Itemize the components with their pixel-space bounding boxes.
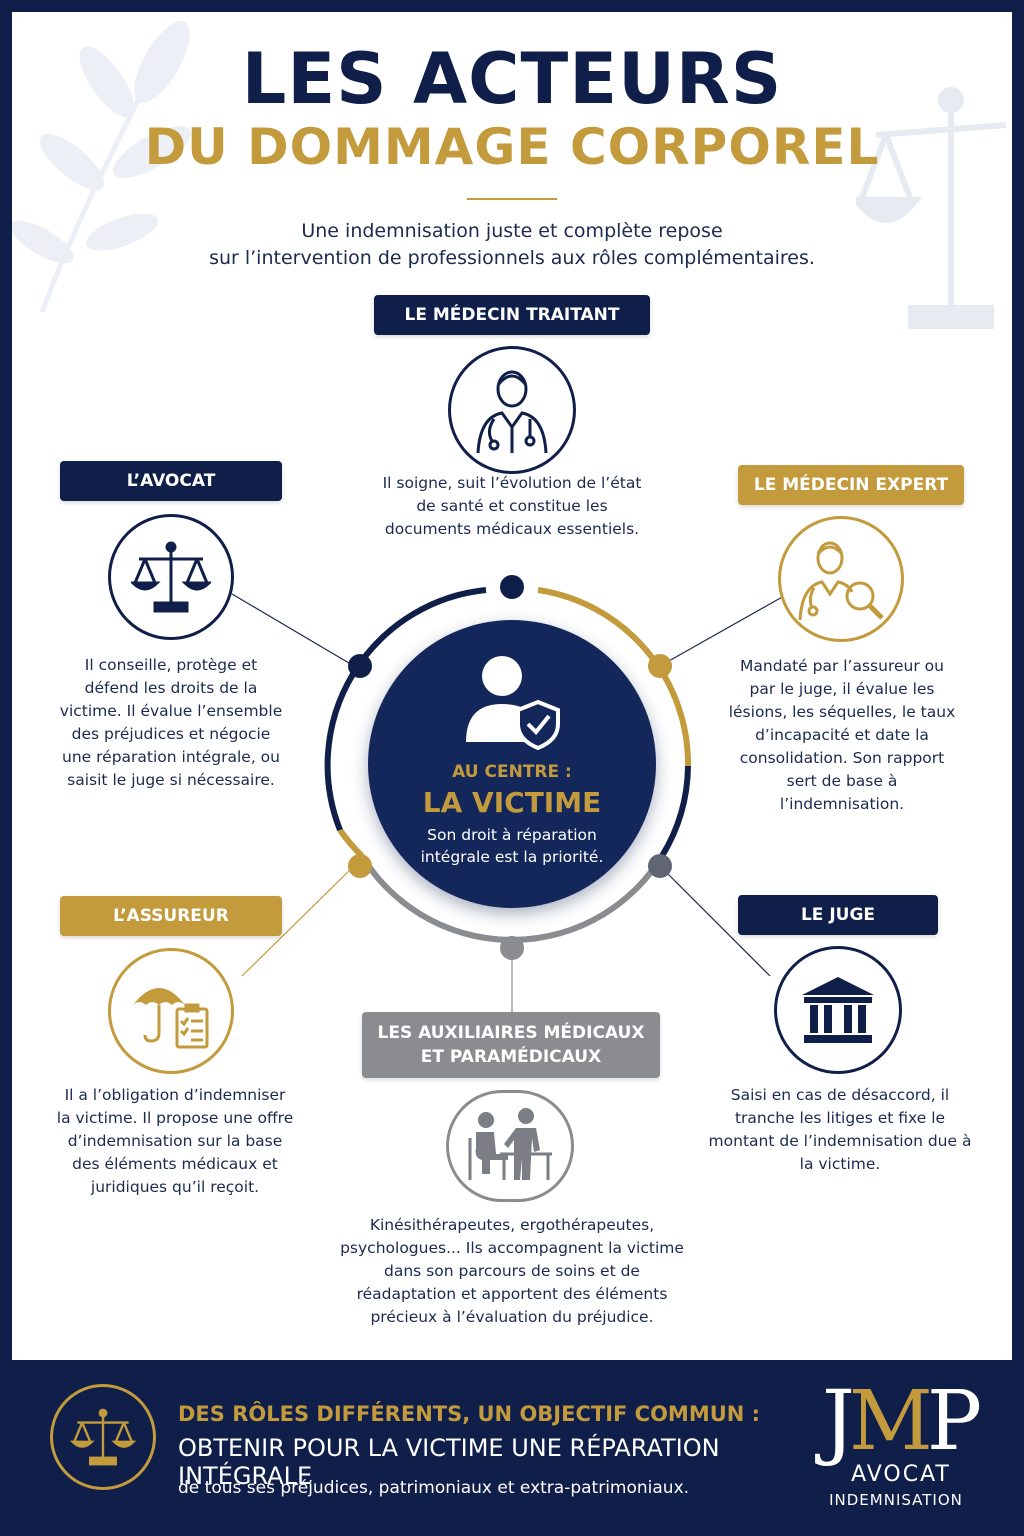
person-shield-icon <box>466 656 560 750</box>
center-title: LA VICTIME <box>422 786 602 819</box>
scales-icon <box>131 541 211 613</box>
connector-avocat <box>231 593 355 667</box>
auxiliaires-icon-circle <box>446 1090 574 1202</box>
footer-banner <box>0 1360 1024 1536</box>
subtitle-line-1: Une indemnisation juste et complète repo… <box>301 220 723 242</box>
label-assureur: L’ASSUREUR <box>60 896 282 936</box>
jmp-logo: JMP <box>822 1374 982 1469</box>
footer-headline: DES RÔLES DIFFÉRENTS, UN OBJECTIF COMMUN… <box>178 1402 761 1426</box>
subtitle-line-2: sur l’intervention de professionnels aux… <box>209 247 815 269</box>
assureur-icon-circle <box>108 948 234 1074</box>
medecin-expert-icon-circle <box>778 516 904 642</box>
text-medecin-traitant: Il soigne, suit l’évolution de l’état de… <box>382 474 642 538</box>
therapy-session-icon <box>468 1108 552 1180</box>
title-divider <box>467 198 557 200</box>
center-text: Son droit à réparation intégrale est la … <box>420 826 604 866</box>
connector-assureur <box>241 865 355 977</box>
juge-icon-circle <box>774 946 902 1074</box>
scales-icon <box>70 1408 136 1466</box>
node-juge <box>648 854 672 878</box>
umbrella-checklist-icon <box>133 988 209 1049</box>
node-medecin-expert <box>648 654 672 678</box>
leaf-branch-icon <box>12 21 191 312</box>
courthouse-icon <box>802 977 874 1043</box>
text-avocat: Il conseille, protège et défend les droi… <box>59 656 283 789</box>
text-auxiliaires: Kinésithérapeutes, ergothérapeutes, psyc… <box>340 1216 684 1326</box>
logo-tagline: INDEMNISATION <box>829 1491 963 1509</box>
text-medecin-expert: Mandaté par l’assureur ou par le juge, i… <box>728 657 956 813</box>
ring-segment-gold <box>537 587 692 767</box>
text-juge: Saisi en cas de désaccord, il tranche le… <box>708 1086 972 1173</box>
ring-segment-navy-right <box>659 765 691 858</box>
footer-icon-circle <box>50 1384 156 1490</box>
page-title-secondary: DU DOMMAGE CORPOREL <box>144 118 880 176</box>
medecin-traitant-icon-circle <box>448 346 576 474</box>
node-avocat <box>348 654 372 678</box>
center-kicker: AU CENTRE : <box>452 762 572 782</box>
doctor-magnifier-icon <box>798 541 884 621</box>
label-auxiliaires-line-1: LES AUXILIAIRES MÉDICAUX <box>377 1023 645 1043</box>
connector-juge <box>659 865 771 977</box>
label-juge: LE JUGE <box>738 895 938 935</box>
footer-detail: de tous ses préjudices, patrimoniaux et … <box>178 1478 690 1498</box>
scales-watermark-icon <box>856 87 1006 329</box>
logo-letter-p: P <box>926 1374 982 1469</box>
logo-letter-j: J <box>822 1374 855 1469</box>
node-assureur <box>348 854 372 878</box>
label-medecin-expert: LE MÉDECIN EXPERT <box>738 465 964 505</box>
label-auxiliaires: LES AUXILIAIRES MÉDICAUX ET PARAMÉDICAUX <box>362 1012 660 1078</box>
label-auxiliaires-line-2: ET PARAMÉDICAUX <box>420 1047 602 1067</box>
footer-goal: OBTENIR POUR LA VICTIME UNE RÉPARATION I… <box>178 1434 720 1490</box>
doctor-icon <box>476 370 548 454</box>
ring-segment-gold-left <box>337 828 365 859</box>
logo-name: AVOCAT <box>851 1462 951 1487</box>
avocat-icon-circle <box>108 514 234 640</box>
page-subtitle: Une indemnisation juste et complète repo… <box>0 218 1024 272</box>
node-auxiliaires <box>500 936 524 960</box>
text-assureur: Il a l’obligation d’indemniser la victim… <box>56 1086 294 1196</box>
node-medecin-traitant <box>500 575 524 599</box>
page-title: LES ACTEURS <box>241 38 783 120</box>
logo-letter-m: M <box>848 1374 933 1469</box>
label-medecin-traitant: LE MÉDECIN TRAITANT <box>374 295 650 335</box>
connector-medecin-expert <box>659 595 785 667</box>
label-avocat: L’AVOCAT <box>60 461 282 501</box>
